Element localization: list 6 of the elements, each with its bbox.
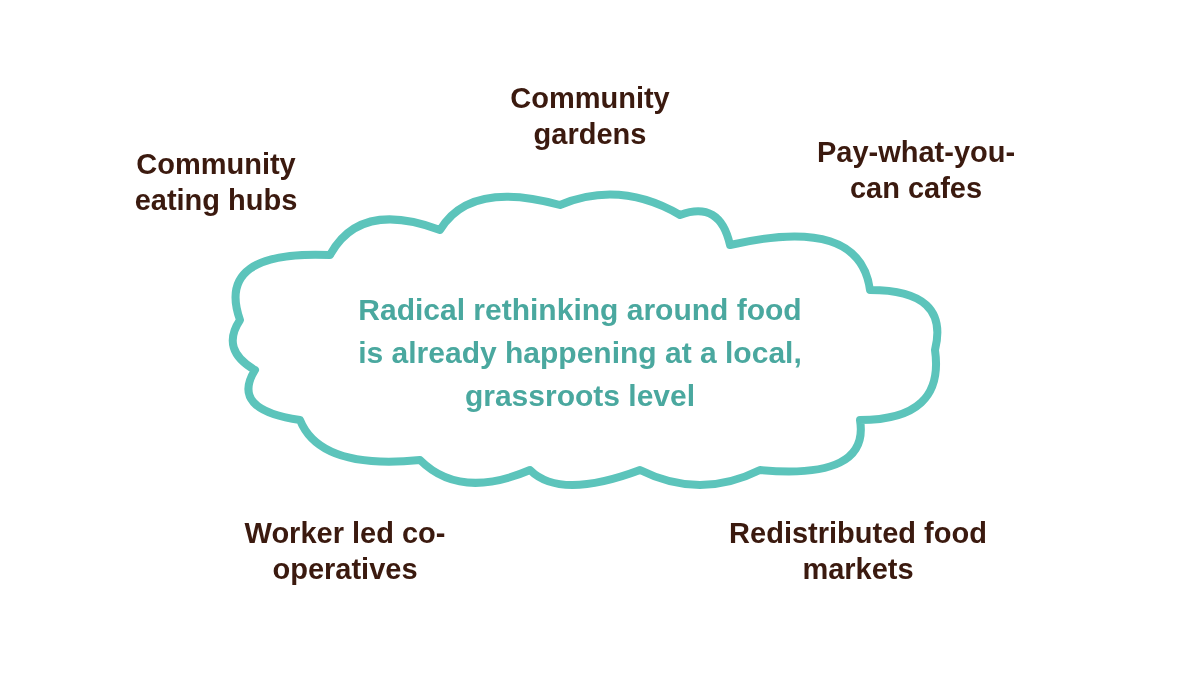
example-label: Worker led co-operatives	[243, 516, 447, 587]
example-label: Community eating hubs	[133, 147, 299, 218]
cloud-text: Radical rethinking around food is already happening at a local, grassroots level	[357, 292, 803, 414]
example-label: Redistributed food markets	[728, 516, 988, 587]
example-label: Community gardens	[509, 81, 671, 152]
example-label: Pay-what-you-can cafes	[815, 135, 1017, 206]
